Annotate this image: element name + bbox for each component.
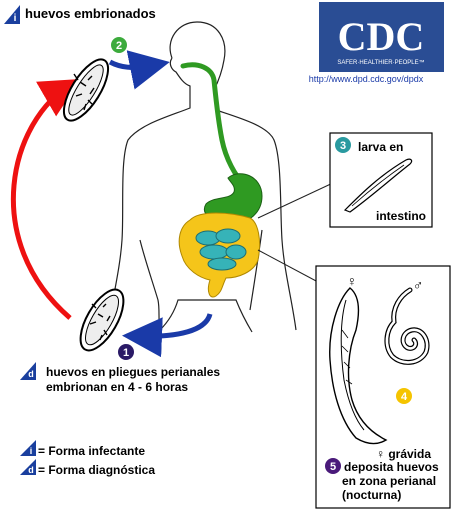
larva-shape xyxy=(343,158,413,213)
step-badge-4 xyxy=(396,388,412,404)
step-badge-1: 1 xyxy=(118,344,134,360)
pointer-line-worms xyxy=(257,249,319,283)
svg-text:d: d xyxy=(28,465,34,475)
embryonated-egg xyxy=(62,58,110,122)
title: i huevos embrionados xyxy=(4,5,156,24)
female-worm xyxy=(329,287,388,445)
svg-text:1: 1 xyxy=(123,347,129,359)
svg-text:d: d xyxy=(28,369,34,379)
svg-text:3: 3 xyxy=(340,140,346,152)
pointer-line-larva xyxy=(257,181,336,219)
male-symbol: ♂ xyxy=(413,277,424,293)
cdc-tagline: SAFER·HEALTHIER·PEOPLE™ xyxy=(337,59,424,66)
perianal-caption: d huevos en pliegues perianales embriona… xyxy=(20,362,220,394)
title-text: huevos embrionados xyxy=(25,6,156,21)
svg-text:4: 4 xyxy=(401,391,408,403)
small-intestine xyxy=(195,228,247,271)
svg-text:5: 5 xyxy=(330,461,336,473)
larva-box: 3 larva en intestino xyxy=(329,132,433,228)
worm-caption-line3: en zona perianal xyxy=(342,474,436,488)
perianal-line2: embrionan en 4 - 6 horas xyxy=(46,380,188,394)
legend-diagnostic-text: = Forma diagnóstica xyxy=(38,463,155,477)
title-badge-letter: i xyxy=(14,13,17,24)
cdc-logo-text: CDC xyxy=(338,14,425,59)
step-badge-5 xyxy=(325,458,341,474)
cdc-logo-box xyxy=(319,2,444,72)
digestive-tract xyxy=(178,62,263,298)
cdc-url: http://www.dpd.cdc.gov/dpdx xyxy=(309,74,424,84)
infective-badge-icon xyxy=(4,5,20,24)
larva-label-line1: larva en xyxy=(358,140,403,154)
perianal-egg xyxy=(79,288,125,352)
larva-label-line2: intestino xyxy=(376,209,426,223)
svg-text:i: i xyxy=(30,446,33,456)
step-badge-3 xyxy=(335,137,351,153)
arrow-ingestion xyxy=(108,50,170,90)
diagnostic-badge-icon xyxy=(20,362,36,380)
legend-infective-icon xyxy=(20,440,36,456)
legend-diagnostic-icon xyxy=(20,459,36,475)
cdc-logo: CDC SAFER·HEALTHIER·PEOPLE™ http://www.d… xyxy=(309,2,444,84)
step-badge-2: 2 xyxy=(111,37,127,53)
worm-caption-line1: ♀ grávida xyxy=(376,447,431,461)
legend-infective-text: = Forma infectante xyxy=(38,444,145,458)
arrow-embryonation xyxy=(10,78,81,320)
perianal-line1: huevos en pliegues perianales xyxy=(46,365,220,379)
worm-caption-line2: deposita huevos xyxy=(344,460,439,474)
legend: i = Forma infectante d = Forma diagnósti… xyxy=(20,440,155,477)
worm-caption-line4: (nocturna) xyxy=(342,488,401,502)
worms-box: ♀ ♂ 4 ♀ grávida 5 deposita huevos en zon… xyxy=(315,265,451,509)
female-symbol: ♀ xyxy=(347,273,358,289)
esophagus xyxy=(180,62,245,185)
svg-text:2: 2 xyxy=(116,40,122,52)
arrow-egg-deposit xyxy=(122,313,213,358)
human-body-outline xyxy=(107,21,297,333)
